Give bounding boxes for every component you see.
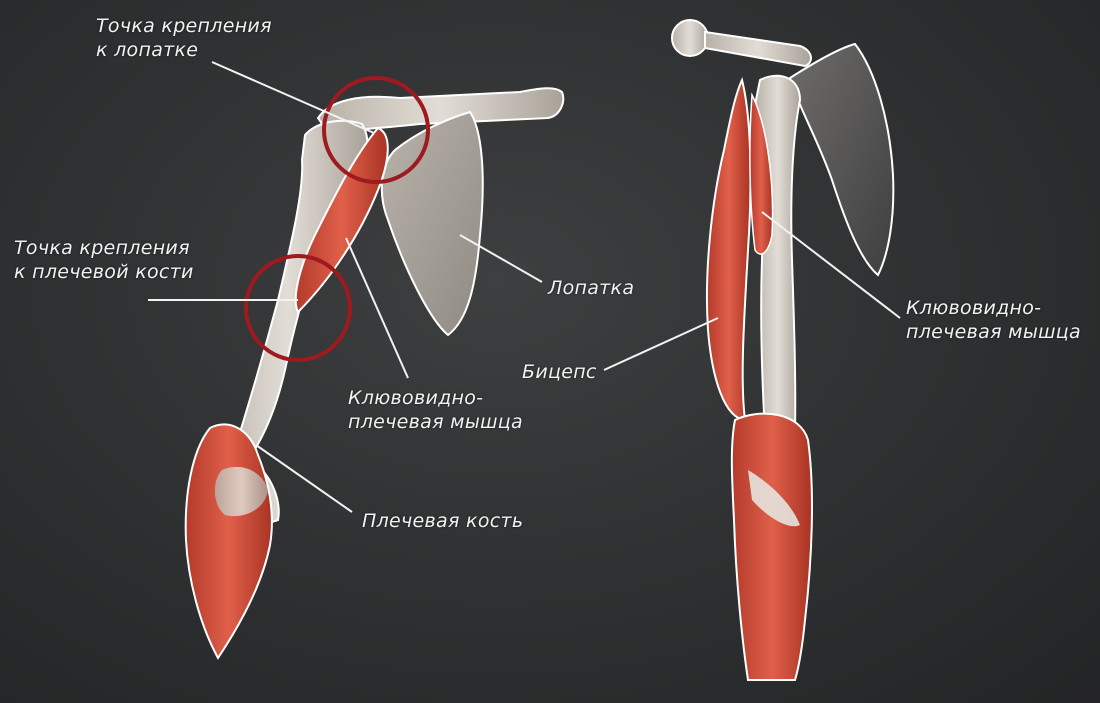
right-clavicle-head — [671, 19, 709, 57]
left-clavicle — [316, 87, 565, 131]
label-scapula: Лопатка — [548, 277, 635, 299]
humerus-attachment-circle — [244, 254, 352, 362]
left-forearm — [184, 423, 273, 660]
label-humerus: Плечевая кость — [362, 510, 524, 532]
right-scapula — [788, 42, 895, 277]
right-coracobrachialis — [749, 92, 774, 255]
scapula-attachment-circle — [322, 76, 430, 184]
left-arm-figure — [184, 76, 565, 660]
label-coracobrachialis-left: Клювовидно- плечевая мышца — [348, 387, 523, 433]
right-arm-figure — [671, 19, 895, 681]
leader-biceps — [603, 317, 719, 371]
leader-coracobrachialis-left — [345, 237, 409, 379]
leader-lines — [148, 61, 901, 513]
leader-scapula-attachment — [211, 61, 375, 134]
right-forearm-tendon — [748, 470, 800, 527]
right-biceps — [705, 77, 752, 422]
leader-scapula — [459, 234, 543, 283]
label-scapula-attachment: Точка крепления к лопатке — [96, 15, 272, 61]
label-humerus-attachment: Точка крепления к плечевой кости — [14, 237, 194, 283]
left-scapula — [380, 110, 484, 337]
left-elbow-bone — [214, 466, 268, 517]
leader-coracobrachialis-right — [761, 211, 901, 319]
right-forearm — [730, 412, 813, 681]
label-coracobrachialis-right: Клювовидно- плечевая мышца — [906, 297, 1081, 343]
label-biceps: Бицепс — [522, 361, 597, 383]
right-clavicle — [704, 30, 812, 68]
left-coracobrachialis — [294, 126, 389, 314]
leader-humerus — [255, 444, 353, 513]
